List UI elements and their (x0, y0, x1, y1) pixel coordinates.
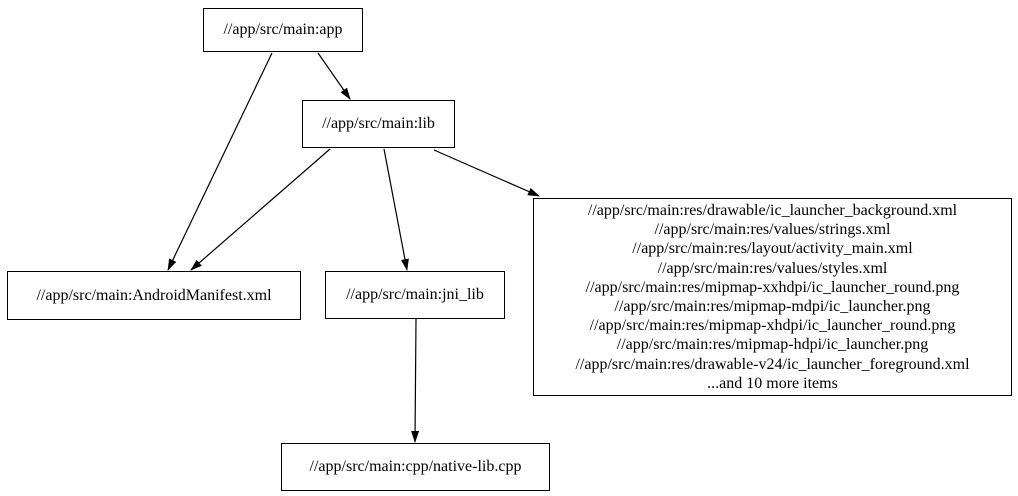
res-more-items-line: ...and 10 more items (707, 374, 838, 392)
res-file-line: //app/src/main:res/values/styles.xml (657, 259, 888, 277)
edge-app-to-lib (317, 52, 351, 100)
res-file-line: //app/src/main:res/mipmap-xhdpi/ic_launc… (589, 317, 956, 335)
node-app-label: //app/src/main:app (223, 21, 343, 39)
node-res-file-group: //app/src/main:res/drawable/ic_launcher_… (533, 198, 1012, 396)
res-file-line: //app/src/main:res/values/strings.xml (654, 221, 891, 239)
res-file-line: //app/src/main:res/mipmap-hdpi/ic_launch… (616, 336, 929, 354)
res-file-line: //app/src/main:res/drawable-v24/ic_launc… (575, 355, 970, 373)
edge-lib-to-manifest (190, 148, 331, 271)
node-jni-lib-label: //app/src/main:jni_lib (346, 286, 484, 304)
res-file-line: //app/src/main:res/mipmap-mdpi/ic_launch… (614, 298, 931, 315)
edge-jni-lib-to-native-lib (411, 318, 420, 443)
node-app: //app/src/main:app (203, 8, 363, 52)
res-file-line: //app/src/main:res/layout/activity_main.… (632, 240, 913, 258)
node-jni-lib: //app/src/main:jni_lib (325, 271, 505, 319)
edge-lib-to-res-group (433, 149, 540, 197)
node-android-manifest-label: //app/src/main:AndroidManifest.xml (36, 286, 272, 304)
node-native-lib-cpp-label: //app/src/main:cpp/native-lib.cpp (309, 458, 522, 476)
res-file-line: //app/src/main:res/mipmap-xxhdpi/ic_laun… (585, 278, 960, 296)
node-lib-label: //app/src/main:lib (322, 115, 435, 133)
node-lib: //app/src/main:lib (302, 100, 455, 148)
edge-lib-to-jni-lib (383, 148, 409, 271)
node-native-lib-cpp: //app/src/main:cpp/native-lib.cpp (281, 443, 550, 491)
edge-app-to-manifest (167, 52, 273, 271)
res-file-line: //app/src/main:res/drawable/ic_launcher_… (587, 201, 958, 219)
node-android-manifest: //app/src/main:AndroidManifest.xml (7, 271, 301, 320)
